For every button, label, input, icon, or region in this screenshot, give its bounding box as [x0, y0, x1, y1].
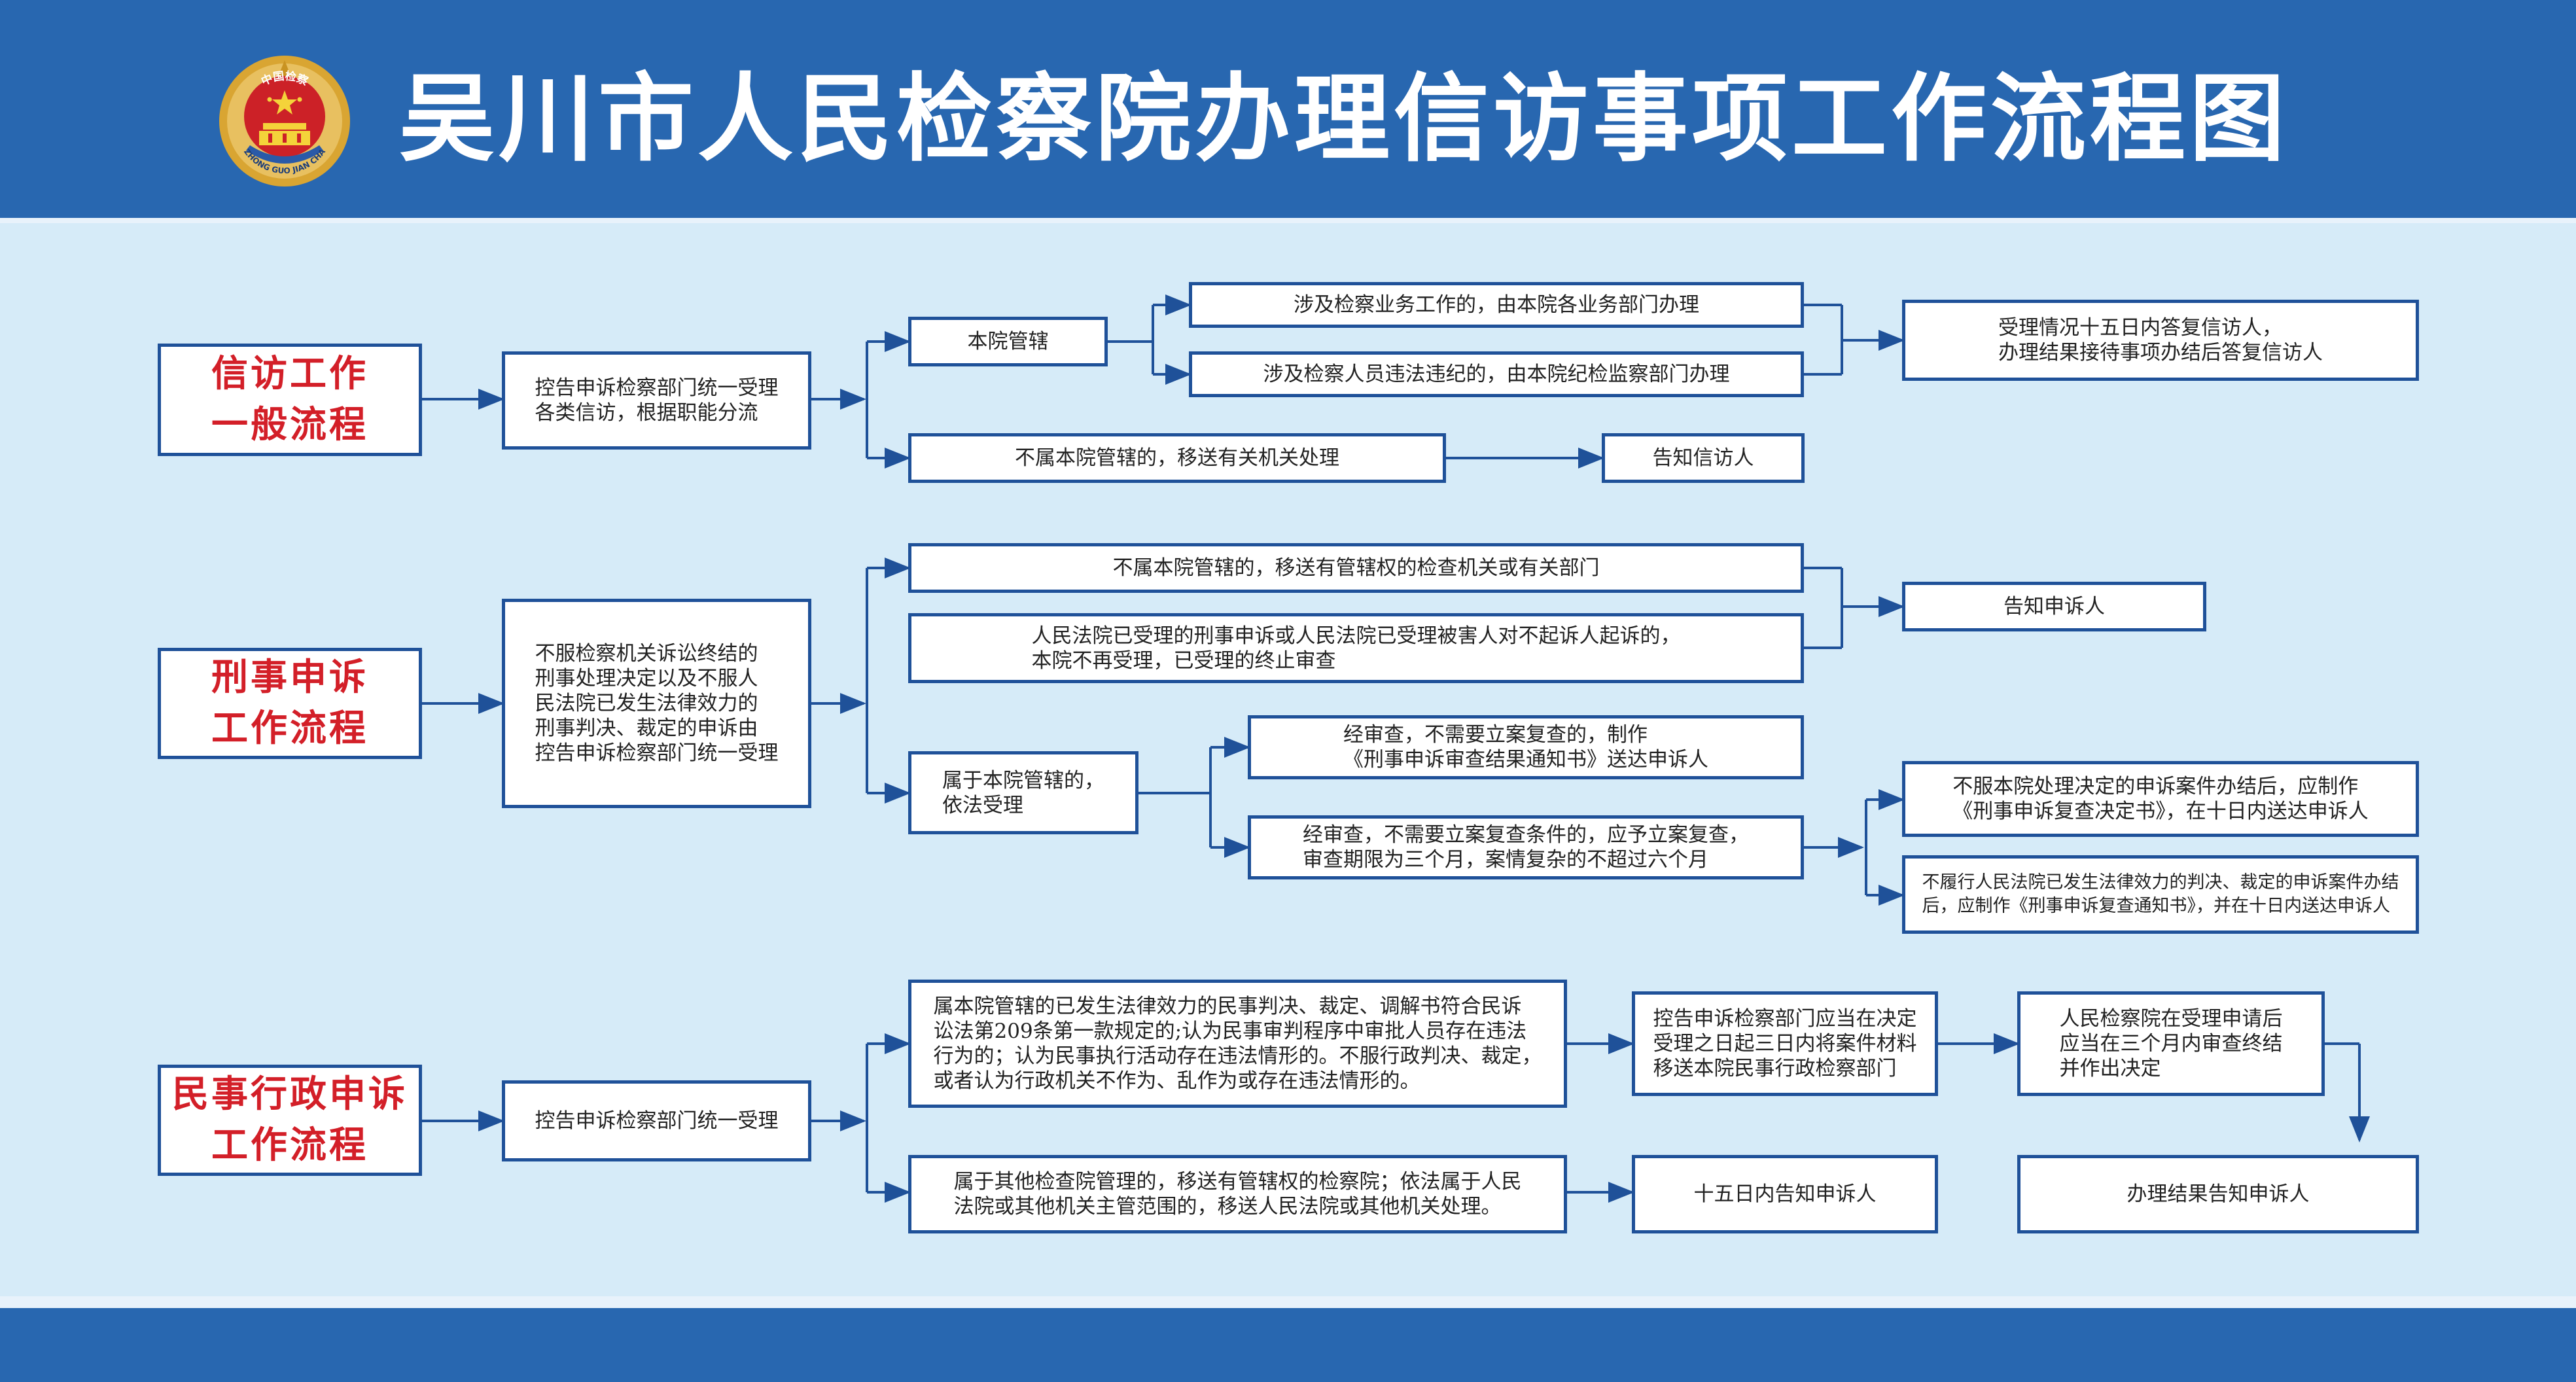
step-general-notify: 告知信访人	[1602, 433, 1805, 483]
step-general-transfer: 不属本院管辖的，移送有关机关处理	[908, 433, 1446, 483]
step-criminal-notify: 告知申诉人	[1902, 582, 2206, 631]
step-criminal-court-notice: 不履行人民法院已发生法律效力的判决、裁定的申诉案件办结 后，应制作《刑事申诉复查…	[1902, 855, 2419, 934]
step-criminal-accept: 不服检察机关诉讼终结的 刑事处理决定以及不服人 民法院已发生法律效力的 刑事判决…	[502, 599, 811, 808]
footer-divider	[0, 1296, 2576, 1308]
step-civil-transfer-materials: 控告申诉检察部门应当在决定 受理之日起三日内将案件材料 移送本院民事行政检察部门	[1632, 991, 1938, 1096]
step-criminal-review-decision: 不服本院处理决定的申诉案件办结后，应制作 《刑事申诉复查决定书》，在十日内送达申…	[1902, 761, 2419, 837]
step-criminal-no-review: 经审查，不需要立案复查的，制作 《刑事申诉审查结果通知书》送达申诉人	[1248, 715, 1804, 779]
page-title: 吴川市人民检察院办理信访事项工作流程图	[399, 63, 2289, 175]
section-title-civil-administrative: 民事行政申诉 工作流程	[158, 1065, 422, 1176]
step-general-accept: 控告申诉检察部门统一受理 各类信访，根据职能分流	[502, 351, 811, 450]
step-general-reply: 受理情况十五日内答复信访人， 办理结果接待事项办结后答复信访人	[1902, 300, 2419, 381]
step-general-own-jurisdiction: 本院管辖	[908, 317, 1108, 366]
step-criminal-court-accepted: 人民法院已受理的刑事申诉或人民法院已受理被害人对不起诉人起诉的， 本院不再受理，…	[908, 613, 1804, 683]
procuratorate-emblem-icon: 中国检察 ZHONG GUO JIAN CHA	[219, 56, 350, 186]
header-bar	[0, 0, 2576, 218]
step-civil-own-jurisdiction: 属本院管辖的已发生法律效力的民事判决、裁定、调解书符合民诉 讼法第209条第一款…	[908, 980, 1567, 1108]
step-civil-result-notify: 办理结果告知申诉人	[2017, 1155, 2419, 1233]
step-civil-accept: 控告申诉检察部门统一受理	[502, 1080, 811, 1161]
step-civil-other-jurisdiction: 属于其他检查院管理的，移送有管辖权的检察院；依法属于人民 法院或其他机关主管范围…	[908, 1155, 1567, 1233]
step-criminal-review: 经审查，不需要立案复查条件的，应予立案复查， 审查期限为三个月，案情复杂的不超过…	[1248, 815, 1804, 879]
step-criminal-own-jurisdiction: 属于本院管辖的， 依法受理	[908, 751, 1138, 834]
step-civil-review-period: 人民检察院在受理申请后 应当在三个月内审查终结 并作出决定	[2017, 991, 2325, 1096]
header-divider	[0, 218, 2576, 223]
step-general-business-dept: 涉及检察业务工作的，由本院各业务部门办理	[1189, 282, 1804, 328]
section-title-general-petition: 信访工作 一般流程	[158, 344, 422, 456]
step-civil-notify-15-days: 十五日内告知申诉人	[1632, 1155, 1938, 1233]
section-title-criminal-appeal: 刑事申诉 工作流程	[158, 648, 422, 759]
footer-bar	[0, 1308, 2576, 1382]
step-criminal-transfer: 不属本院管辖的，移送有管辖权的检查机关或有关部门	[908, 543, 1804, 593]
step-general-discipline-dept: 涉及检察人员违法违纪的，由本院纪检监察部门办理	[1189, 351, 1804, 397]
